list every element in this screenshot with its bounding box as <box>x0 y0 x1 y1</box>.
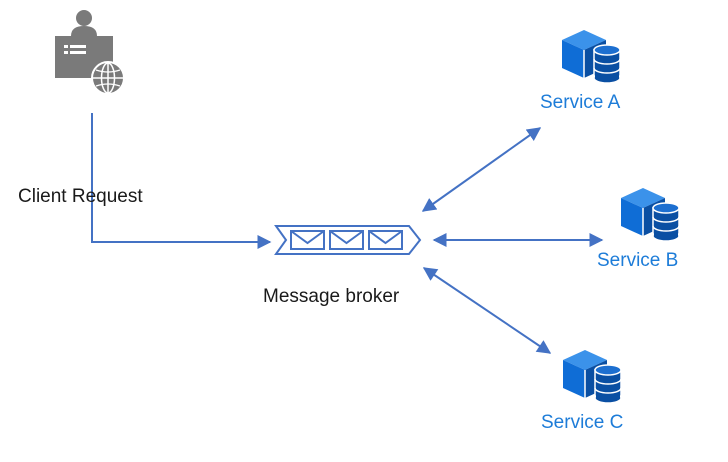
client-computer-globe-icon <box>55 10 125 95</box>
service-b-icon <box>620 187 680 242</box>
client-request-label: Client Request <box>18 186 143 207</box>
broker-service-c-connector <box>422 267 552 354</box>
envelope-icon <box>329 230 364 250</box>
envelope-icon <box>368 230 403 250</box>
service-c-icon <box>562 349 622 404</box>
client-to-broker-connector <box>91 113 272 249</box>
service-c-label: Service C <box>541 412 624 433</box>
service-a-icon <box>561 29 621 84</box>
service-a-label: Service A <box>540 92 621 113</box>
message-queue-icon <box>274 225 422 255</box>
envelope-icon <box>290 230 325 250</box>
message-broker-label: Message broker <box>263 286 400 307</box>
broker-service-a-connector <box>421 127 542 212</box>
service-b-label: Service B <box>597 250 679 271</box>
